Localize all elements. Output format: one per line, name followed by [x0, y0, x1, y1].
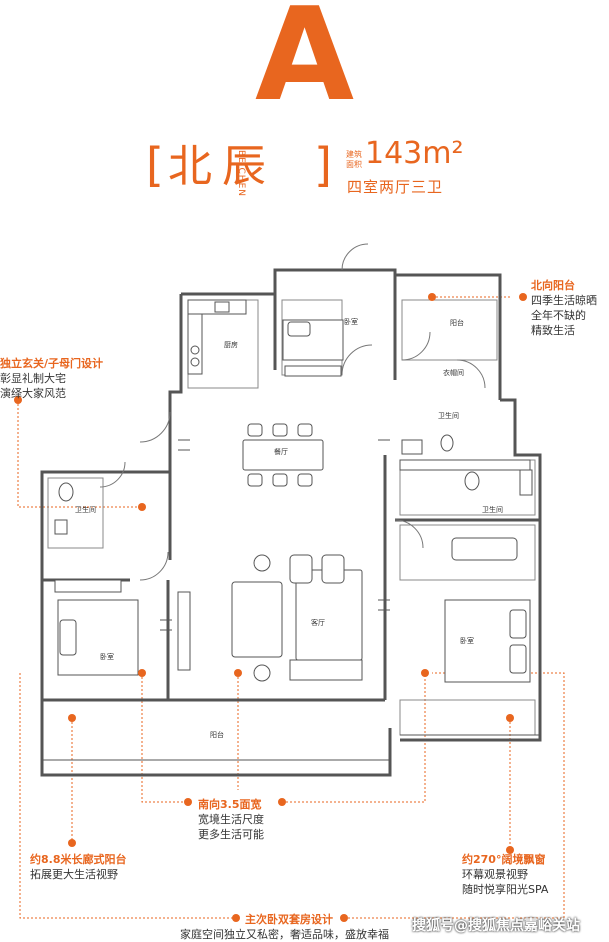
callout-line: 家庭空间独立又私密，奢适品味，盛放幸福: [180, 928, 389, 941]
wardrobe-icon: [54, 365, 531, 671]
room-label-bath-mid: 卫生间: [438, 412, 459, 420]
callout-bay-window: 约270°阔境飘窗 环幕观景视野 随时悦享阳光SPA: [462, 851, 548, 897]
area-unit: m²: [422, 136, 464, 171]
room-summary: 四室两厅三卫: [347, 178, 444, 196]
area-label-line-1: 建筑: [346, 150, 362, 159]
room-label-bath-right: 卫生间: [482, 506, 503, 514]
balcony-rail: [42, 734, 540, 761]
callout-line: 全年不缺的: [531, 309, 586, 322]
plan-pinyin: BEICHEN: [236, 150, 246, 197]
callout-suites: 主次卧双套房设计 家庭空间独立又私密，奢适品味，盛放幸福: [180, 911, 389, 942]
callout-line: 随时悦享阳光SPA: [462, 883, 549, 896]
walls: [40, 268, 542, 777]
sofa-icon: [231, 554, 363, 682]
room-label-bath-left: 卫生间: [75, 506, 96, 514]
bracket-left: [: [146, 138, 164, 192]
room-label-cloakroom: 衣帽间: [443, 369, 464, 377]
feature-markers: [14, 293, 527, 922]
watermark: 搜狐号@搜狐焦点嘉峪关站: [412, 918, 580, 934]
callout-line: 拓展更大生活视野: [30, 868, 118, 881]
plan-type-letter: A: [254, 0, 355, 130]
callout-title: 北向阳台: [531, 279, 575, 292]
room-label-balcony-south: 阳台: [210, 731, 224, 739]
area-label-line-2: 面积: [346, 160, 362, 169]
callout-title: 南向3.5面宽: [198, 798, 262, 811]
callout-line: 彰显礼制大宅: [0, 372, 66, 385]
callout-title: 主次卧双套房设计: [245, 913, 333, 926]
door-arcs: [99, 243, 486, 581]
room-label-balcony-north: 阳台: [450, 319, 464, 327]
callout-entrance: 独立玄关/子母门设计 彰显礼制大宅 演绎大家风范: [0, 355, 103, 401]
room-label-bedroom-left: 卧室: [100, 653, 114, 661]
room-label-dining: 餐厅: [274, 448, 288, 456]
callout-line: 四季生活晾晒: [531, 294, 597, 307]
room-label-bedroom-top: 卧室: [344, 318, 358, 326]
bathroom-fixtures-icon: [54, 434, 533, 561]
window-marks: [160, 439, 390, 631]
dining-table-icon: [242, 423, 324, 487]
room-label-bedroom-right: 卧室: [460, 637, 474, 645]
bracket-right: ]: [314, 138, 332, 192]
area-label: 建筑 面积: [346, 150, 366, 170]
plan-name: 北辰: [168, 141, 276, 192]
callout-title: 约270°阔境飘窗: [462, 853, 546, 866]
callout-line: 演绎大家风范: [0, 387, 66, 400]
callout-title: 独立玄关/子母门设计: [0, 357, 104, 370]
callout-title: 约8.8米长廊式阳台: [30, 853, 127, 866]
callout-line: 更多生活可能: [198, 828, 264, 841]
callout-line: 宽境生活尺度: [198, 813, 264, 826]
callout-line: 环幕观景视野: [462, 868, 528, 881]
area-number: 143: [365, 136, 423, 171]
room-label-kitchen: 厨房: [224, 341, 238, 349]
callout-balcony: 约8.8米长廊式阳台 拓展更大生活视野: [30, 851, 127, 882]
bed-icon: [57, 319, 531, 683]
callout-south: 南向3.5面宽 宽境生活尺度 更多生活可能: [198, 796, 264, 842]
kitchen-counter-icon: [187, 299, 247, 375]
room-label-living: 客厅: [311, 619, 325, 627]
callout-line: 精致生活: [531, 324, 575, 337]
area-value: 143m²: [365, 139, 464, 169]
callout-north-balcony: 北向阳台 四季生活晾晒 全年不缺的 精致生活: [531, 277, 597, 338]
